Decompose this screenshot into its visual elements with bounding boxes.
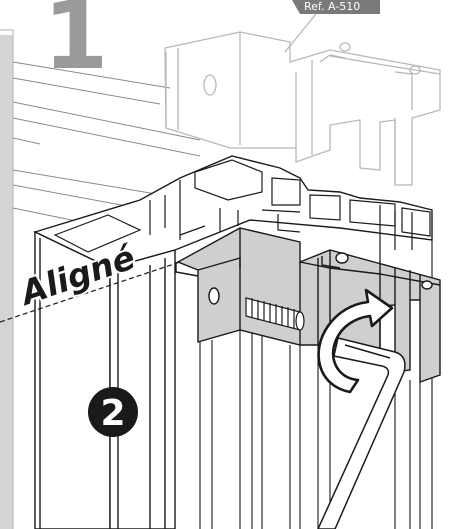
- sub-step-badge: 2: [88, 387, 138, 437]
- sub-step-number: 2: [100, 393, 125, 434]
- frame-profile: [33, 155, 433, 529]
- long-profile-lines: [12, 61, 201, 231]
- reference-part-ghost: [164, 31, 441, 186]
- reference-label-text: Ref. A-510: [304, 0, 360, 13]
- left-rail: [0, 29, 14, 529]
- reference-label: Ref. A-510: [284, 0, 380, 53]
- screw-icon: [245, 297, 305, 331]
- frame-chambers: [53, 159, 431, 260]
- clockwise-arrow-icon: [317, 288, 394, 394]
- step-number: 1: [43, 0, 108, 91]
- hex-key-icon: [317, 337, 406, 529]
- mounting-bracket: [175, 227, 441, 383]
